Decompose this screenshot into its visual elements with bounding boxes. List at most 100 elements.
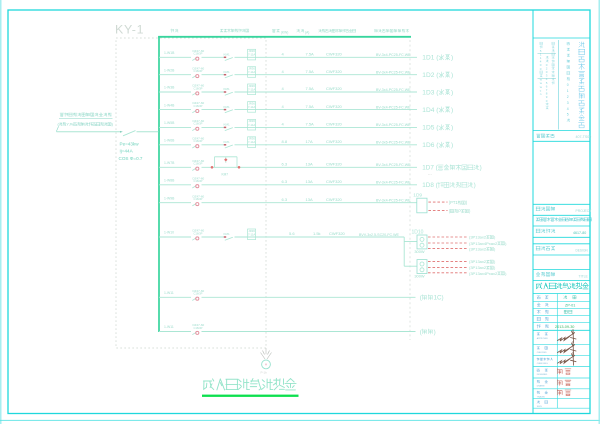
svg-text:C16/3P: C16/3P — [194, 104, 203, 108]
svg-text:2: 2 — [567, 95, 569, 99]
svg-text:): ) — [494, 235, 496, 240]
svg-text:): ) — [434, 329, 436, 336]
svg-text:): ) — [451, 89, 453, 96]
svg-text:C16/3P: C16/3P — [194, 52, 203, 56]
svg-text:1: 1 — [567, 89, 569, 93]
svg-text:CWF320: CWF320 — [326, 139, 343, 144]
svg-text:7.5A: 7.5A — [306, 104, 315, 109]
svg-text:...: ... — [428, 171, 432, 176]
svg-text:4: 4 — [282, 104, 285, 109]
svg-text:): ) — [451, 72, 453, 79]
svg-text:13A: 13A — [306, 197, 313, 202]
svg-text:7.5A: 7.5A — [306, 52, 315, 57]
svg-text:C16/3P: C16/3P — [194, 122, 203, 126]
svg-text:1-W8B: 1-W8B — [164, 179, 175, 183]
svg-text:1-W11: 1-W11 — [164, 325, 174, 329]
svg-text:DZ47-60: DZ47-60 — [193, 119, 205, 123]
svg-text:KM1: KM1 — [224, 123, 231, 127]
svg-text:7.5A: 7.5A — [306, 86, 315, 91]
svg-text:5: 5 — [546, 81, 548, 85]
svg-text:1-W3B: 1-W3B — [164, 86, 175, 90]
svg-text:0: 0 — [540, 63, 542, 67]
svg-text:CWF320: CWF320 — [326, 104, 343, 109]
svg-text:SIGN: SIGN — [537, 406, 542, 408]
svg-text:KM7: KM7 — [222, 172, 229, 176]
svg-text:C16/3P: C16/3P — [194, 179, 203, 183]
svg-text:BV-3x4-PC25-FC.WE: BV-3x4-PC25-FC.WE — [376, 71, 411, 75]
svg-text:DZ47-60: DZ47-60 — [193, 194, 205, 198]
svg-text:BV-3x4-PC25-FC.WE: BV-3x4-PC25-FC.WE — [376, 53, 411, 57]
svg-text:0: 0 — [546, 63, 548, 67]
svg-text:BV-3x4-PC25-FC.WE: BV-3x4-PC25-FC.WE — [376, 88, 411, 92]
svg-text:DZ47-60: DZ47-60 — [193, 323, 205, 327]
svg-text:DZ47-60: DZ47-60 — [193, 84, 205, 88]
svg-text:1D4 (: 1D4 ( — [422, 107, 439, 114]
svg-text:KM1: KM1 — [224, 53, 231, 57]
svg-text:): ) — [480, 165, 482, 172]
svg-text:7-11A: 7-11A — [248, 53, 255, 57]
svg-text:KM1: KM1 — [224, 70, 231, 74]
svg-text:(: ( — [449, 209, 451, 214]
svg-text:(: ( — [58, 123, 60, 127]
svg-text:BV-3x4-PC25-FC.WE: BV-3x4-PC25-FC.WE — [376, 105, 411, 109]
svg-text:DZ47-60: DZ47-60 — [193, 66, 205, 70]
svg-text:): ) — [494, 259, 496, 264]
svg-text:): ) — [451, 55, 453, 62]
svg-text:C16/3P: C16/3P — [194, 326, 203, 330]
svg-text:BV-3x6-PC25-FC.WE: BV-3x6-PC25-FC.WE — [376, 141, 411, 145]
svg-text:1-W2B: 1-W2B — [164, 68, 175, 72]
svg-text:JR36: JR36 — [248, 67, 255, 71]
svg-text:17A: 17A — [306, 139, 313, 144]
svg-text:JR36: JR36 — [248, 137, 255, 141]
svg-text:KM1: KM1 — [224, 232, 231, 236]
svg-text:CWF320: CWF320 — [326, 162, 343, 167]
svg-text:1-W7B: 1-W7B — [164, 161, 175, 165]
svg-text:CWF320: CWF320 — [326, 86, 343, 91]
svg-text:n: n — [540, 92, 542, 96]
svg-text:4: 4 — [567, 107, 569, 111]
svg-text:Ij=44A: Ij=44A — [120, 149, 134, 154]
svg-text:): ) — [451, 107, 453, 114]
svg-text:CWF320: CWF320 — [326, 122, 343, 127]
svg-text:(3P13ax2: (3P13ax2 — [469, 265, 487, 270]
svg-text:(: ( — [420, 295, 423, 302]
svg-text:5.6: 5.6 — [289, 231, 295, 236]
svg-text:1D2 (: 1D2 ( — [422, 72, 439, 79]
svg-text:w: w — [540, 85, 543, 89]
svg-text:BV-3x4-PC25-FC.WE: BV-3x4-PC25-FC.WE — [376, 123, 411, 127]
svg-text:4617-80: 4617-80 — [573, 231, 586, 235]
svg-text:1: 1 — [540, 56, 542, 60]
svg-text:1D7 (: 1D7 ( — [422, 165, 438, 172]
svg-text:13A: 13A — [306, 179, 313, 184]
svg-text:1-W11: 1-W11 — [164, 291, 174, 295]
svg-text:BV-3x4-PC25-FC.WE: BV-3x4-PC25-FC.WE — [376, 199, 411, 203]
svg-text:APPROVED: APPROVED — [537, 337, 549, 340]
svg-text:1D1 (: 1D1 ( — [422, 55, 439, 62]
svg-text:1-W9B: 1-W9B — [164, 196, 175, 200]
svg-text:DZ47-60: DZ47-60 — [193, 136, 205, 140]
svg-text:): ) — [494, 265, 496, 270]
svg-text:1D10: 1D10 — [412, 229, 424, 235]
svg-text:6: 6 — [546, 84, 548, 88]
svg-text:0: 0 — [546, 70, 548, 74]
svg-text:DZ47-60: DZ47-60 — [193, 159, 205, 163]
svg-text:): ) — [494, 246, 496, 251]
svg-text:1-W4B: 1-W4B — [164, 103, 175, 107]
svg-text:DZ47-60: DZ47-60 — [193, 101, 205, 105]
svg-text:(3P13ax4Pxax2: (3P13ax4Pxax2 — [469, 271, 498, 276]
svg-text:(A): (A) — [305, 31, 309, 35]
svg-text:): ) — [469, 209, 471, 214]
svg-text:1.5k: 1.5k — [313, 231, 321, 236]
svg-text:8.8: 8.8 — [282, 139, 288, 144]
svg-text:DZ47-60: DZ47-60 — [193, 229, 205, 233]
svg-text:7-11A: 7-11A — [248, 105, 255, 109]
svg-text:BVV-3x2.5-SC20-FC.WE: BVV-3x2.5-SC20-FC.WE — [359, 233, 400, 237]
svg-text:ZP-01: ZP-01 — [565, 304, 575, 308]
svg-text:(3P13ax2: (3P13ax2 — [469, 259, 487, 264]
svg-text:): ) — [505, 241, 507, 246]
svg-text:P: P — [458, 209, 461, 214]
svg-text:9: 9 — [546, 95, 548, 99]
svg-text:w: w — [540, 81, 543, 85]
svg-text:CWF320: CWF320 — [329, 231, 346, 236]
svg-text:1-W5B: 1-W5B — [164, 121, 175, 125]
